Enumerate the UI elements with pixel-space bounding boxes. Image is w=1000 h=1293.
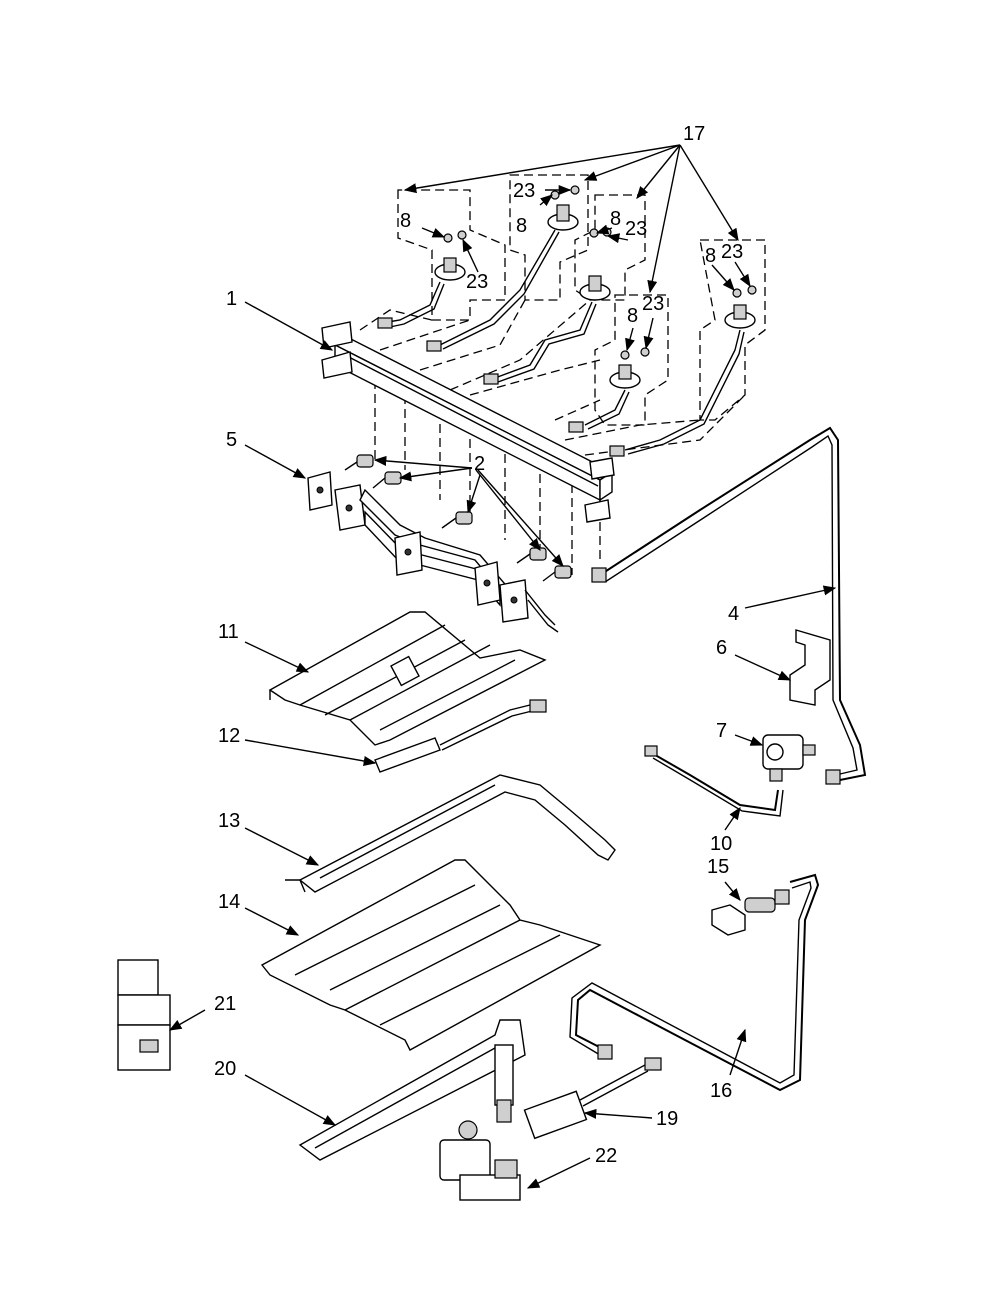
label-12: 12 bbox=[218, 725, 240, 747]
bake-burner-tube bbox=[285, 774, 616, 893]
orifice-fittings bbox=[344, 454, 572, 582]
pressure-regulator bbox=[762, 734, 816, 782]
label-22: 22 bbox=[595, 1145, 617, 1167]
label-19: 19 bbox=[656, 1108, 678, 1130]
manifold-bar bbox=[321, 321, 615, 523]
igniter-upper bbox=[374, 699, 547, 773]
oven-thermostat bbox=[439, 1120, 521, 1201]
gas-supply-tube bbox=[591, 426, 867, 785]
callout-labels: 17 23 8 8 23 8 23 8 23 8 23 1 5 2 4 6 7 … bbox=[214, 123, 743, 1167]
label-5: 5 bbox=[226, 429, 237, 451]
label-11: 11 bbox=[218, 621, 239, 643]
elbow-fitting bbox=[711, 889, 790, 936]
label-8: 8 bbox=[610, 208, 621, 230]
label-16: 16 bbox=[710, 1080, 732, 1102]
label-23: 23 bbox=[721, 241, 743, 263]
broil-burner bbox=[298, 1019, 526, 1161]
upper-heat-deflector bbox=[268, 611, 547, 746]
label-8: 8 bbox=[400, 210, 411, 232]
label-13: 13 bbox=[218, 810, 240, 832]
igniter-lower bbox=[523, 1057, 662, 1140]
label-10: 10 bbox=[710, 833, 732, 855]
burner-valves bbox=[377, 185, 757, 457]
long-gas-tube bbox=[569, 873, 820, 1092]
callout-arrows bbox=[168, 144, 837, 1189]
label-17: 17 bbox=[683, 123, 705, 145]
label-8: 8 bbox=[627, 305, 638, 327]
label-15: 15 bbox=[707, 856, 729, 878]
label-20: 20 bbox=[214, 1058, 236, 1080]
label-8: 8 bbox=[516, 215, 527, 237]
label-21: 21 bbox=[214, 993, 236, 1015]
lower-heat-deflector bbox=[260, 859, 602, 1051]
label-4: 4 bbox=[728, 603, 739, 625]
regulator-tube bbox=[644, 745, 784, 817]
label-7: 7 bbox=[716, 720, 727, 742]
label-1: 1 bbox=[226, 288, 237, 310]
label-23: 23 bbox=[642, 293, 664, 315]
burner-bracket bbox=[307, 471, 559, 633]
burner-valve-group-boxes bbox=[359, 174, 766, 575]
label-8: 8 bbox=[705, 245, 716, 267]
label-23: 23 bbox=[466, 271, 488, 293]
label-2: 2 bbox=[474, 453, 485, 475]
label-14: 14 bbox=[218, 891, 240, 913]
label-23: 23 bbox=[625, 218, 647, 240]
safety-valve bbox=[117, 959, 171, 1071]
label-23: 23 bbox=[513, 180, 535, 202]
label-6: 6 bbox=[716, 637, 727, 659]
regulator-bracket bbox=[789, 629, 831, 706]
